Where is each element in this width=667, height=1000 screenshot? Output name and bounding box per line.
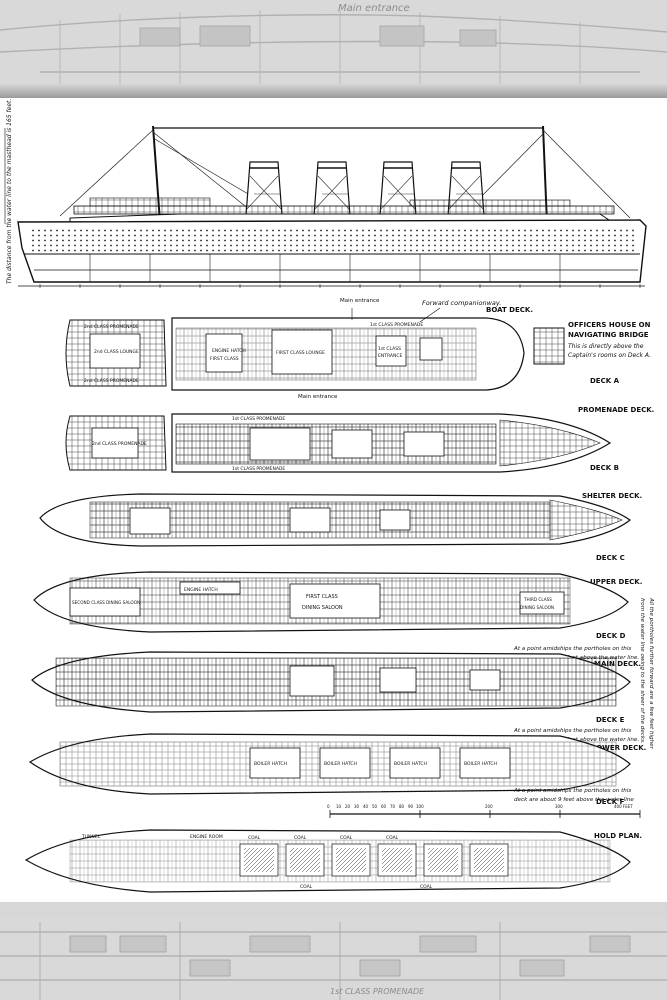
third-class-dining-1: THIRD CLASS xyxy=(523,597,552,602)
bottom-band-label: 1st CLASS PROMENADE xyxy=(330,987,425,996)
boat-deck-1st-promenade: 1st CLASS PROMENADE xyxy=(370,322,423,328)
boat-deck-entrance: ENTRANCE xyxy=(378,353,402,359)
boat-deck-engine-hatch: ENGINE HATCH xyxy=(212,348,246,354)
bottom-blurred-border: 1st CLASS PROMENADE xyxy=(0,902,667,1000)
forward-companionway-label: Forward companionway. xyxy=(422,299,501,307)
hold-plan: HOLD PLAN. TUNNEL ENGINE ROOM COAL COAL xyxy=(24,829,642,893)
promenade-deck-plan: PROMENADE DECK. 2nd CLASS PROMENADE 1st … xyxy=(65,406,654,473)
boat-deck-first-class: FIRST CLASS xyxy=(210,356,239,362)
shelter-deck-title: SHELTER DECK. xyxy=(582,492,642,500)
hold-tunnel: TUNNEL xyxy=(81,834,101,840)
deck-f-label: DECK F xyxy=(596,798,625,806)
hold-coal-5: COAL xyxy=(300,884,313,890)
shelter-deck-plan: SHELTER DECK. DECK C xyxy=(39,492,642,562)
masthead-height-note: The distance from the water line to the … xyxy=(6,99,13,284)
boat-deck-first-lounge: FIRST CLASS LOUNGE xyxy=(276,350,325,356)
main-deck-title: MAIN DECK. xyxy=(594,660,641,668)
boat-deck-1st-class: 1st CLASS xyxy=(378,346,401,352)
boiler-hatch-4: BOILER HATCH xyxy=(464,761,497,767)
promenade-deck-title: PROMENADE DECK. xyxy=(578,406,654,414)
scale-tick-50: 50 xyxy=(372,804,378,809)
boat-deck-main-entrance-bottom: Main entrance xyxy=(298,394,338,400)
main-deck-plan: MAIN DECK. DECK E At a point amidships t… xyxy=(31,651,641,743)
boiler-hatch-2: BOILER HATCH xyxy=(324,761,357,767)
vertical-note-2: from the water line owing to the sheer o… xyxy=(639,598,645,744)
upper-deck-engine-hatch: ENGINE HATCH xyxy=(184,587,218,593)
top-band-label: Main entrance xyxy=(338,3,410,14)
hold-coal-1: COAL xyxy=(248,835,261,841)
promenade-1st-class-top: 1st CLASS PROMENADE xyxy=(232,416,285,422)
boiler-hatch-1: BOILER HATCH xyxy=(254,761,287,767)
scale-tick-80: 80 xyxy=(399,804,405,809)
scale-tick-70: 70 xyxy=(390,804,396,809)
boat-deck-plan: Main entrance Forward companionway. BOAT… xyxy=(65,298,651,400)
boat-deck-2nd-promenade-bottom: 2nd CLASS PROMENADE xyxy=(84,378,139,384)
third-class-dining-2: DINING SALOON xyxy=(520,605,554,610)
deck-a-label: DECK A xyxy=(590,377,620,385)
top-shadow-edge xyxy=(0,84,667,98)
first-class-dining-2: DINING SALOON xyxy=(302,605,343,611)
deck-f-note-2: deck are about 9 feet above the water li… xyxy=(514,797,634,803)
hold-coal-4: COAL xyxy=(386,835,399,841)
scale-tick-40: 40 xyxy=(363,804,369,809)
promenade-2nd-class: 2nd CLASS PROMENADE xyxy=(92,441,147,447)
blueprint-sheet: The distance from the water line to the … xyxy=(0,98,667,902)
deck-e-label: DECK E xyxy=(596,716,625,724)
deck-c-label: DECK C xyxy=(596,554,625,562)
hold-coal-2: COAL xyxy=(294,835,307,841)
boat-deck-2nd-lounge: 2nd CLASS LOUNGE xyxy=(94,349,139,355)
officers-house-title-2: NAVIGATING BRIDGE xyxy=(568,331,649,339)
deck-b-label: DECK B xyxy=(590,464,619,472)
scale-tick-90: 90 xyxy=(408,804,414,809)
second-class-dining: SECOND CLASS DINING SALOON xyxy=(72,600,140,605)
deck-d-note-1: At a point amidships the portholes on th… xyxy=(513,646,631,652)
boiler-hatch-3: BOILER HATCH xyxy=(394,761,427,767)
promenade-1st-class-bottom: 1st CLASS PROMENADE xyxy=(232,466,285,472)
scale-bar: 0 10 20 30 40 50 60 70 80 90 100 200 300… xyxy=(327,804,641,818)
scale-tick-10: 10 xyxy=(336,804,342,809)
hold-coal-6: COAL xyxy=(420,884,433,890)
scale-tick-400: 400 FEET xyxy=(614,804,633,809)
deck-d-label: DECK D xyxy=(596,632,626,640)
top-blurred-border: Main entrance xyxy=(0,0,667,98)
scale-tick-100: 100 xyxy=(416,804,424,809)
lower-deck-plan: LOWER DECK. BOILER HATCH BOILER HATCH BO… xyxy=(28,733,646,806)
deck-f-note-1: At a point amidships the portholes on th… xyxy=(513,788,631,794)
scale-tick-30: 30 xyxy=(354,804,360,809)
scale-tick-300: 300 xyxy=(555,804,563,809)
first-class-dining-1: FIRST CLASS xyxy=(306,594,338,600)
ship-side-profile: The distance from the water line to the … xyxy=(4,99,647,288)
hold-coal-3: COAL xyxy=(340,835,353,841)
boat-deck-title: BOAT DECK. xyxy=(486,306,533,314)
vertical-note-1: All the portholes further forward are a … xyxy=(648,597,654,750)
lower-deck-title: LOWER DECK. xyxy=(592,744,646,752)
officers-house-note-2: Captain's rooms on Deck A. xyxy=(568,352,651,359)
boat-deck-2nd-promenade-top: 2nd CLASS PROMENADE xyxy=(84,324,139,330)
officers-house-note-1: This is directly above the xyxy=(568,343,644,350)
hold-engine-room: ENGINE ROOM xyxy=(190,834,223,840)
scale-tick-60: 60 xyxy=(381,804,387,809)
scale-tick-200: 200 xyxy=(485,804,493,809)
upper-deck-title: UPPER DECK. xyxy=(590,578,642,586)
scale-tick-0: 0 xyxy=(327,804,330,809)
hold-plan-title: HOLD PLAN. xyxy=(594,832,642,840)
officers-house-title-1: OFFICERS HOUSE ON xyxy=(568,321,651,329)
boat-deck-main-entrance-top: Main entrance xyxy=(340,298,380,304)
deck-e-note-1: At a point amidships the portholes on th… xyxy=(513,728,631,734)
scale-tick-20: 20 xyxy=(345,804,351,809)
upper-deck-plan: UPPER DECK. ENGINE HATCH SECOND CLASS DI… xyxy=(33,571,642,661)
